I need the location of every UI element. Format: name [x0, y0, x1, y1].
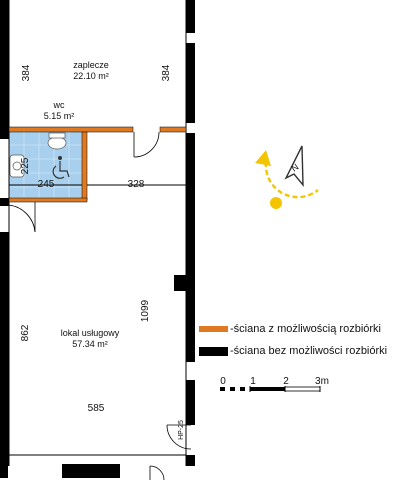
legend-permanent: -ściana bez możliwości rozbiórki	[199, 345, 387, 357]
legend-removable: -ściana z możliwością rozbiórki	[199, 323, 381, 335]
legend-removable-swatch	[199, 326, 228, 332]
legend-permanent-swatch	[199, 346, 228, 356]
room-area-wc: 5.15 m²	[44, 111, 75, 121]
scale-label-2: 2	[283, 376, 289, 387]
room-area-zaplecze: 22.10 m²	[73, 71, 109, 81]
dim-hp: HP-25	[178, 420, 185, 440]
legend-permanent-label: -ściana bez możliwości rozbiórki	[230, 345, 388, 357]
scale-label-1: 1	[250, 376, 256, 387]
room-name-zaplecze: zaplecze	[73, 60, 109, 70]
scale-bar	[220, 386, 321, 392]
removable-walls	[8, 126, 187, 203]
scale-label-3: 3m	[315, 376, 329, 387]
dim-zaplecze-left: 384	[21, 64, 32, 81]
compass-icon: N	[255, 145, 319, 209]
scale-label-0: 0	[220, 376, 226, 387]
dim-total-height: 1099	[140, 299, 151, 322]
dim-wc-height: 225	[20, 157, 31, 174]
accessibility-icon	[52, 156, 70, 179]
room-name-lokal: lokal usługowy	[61, 328, 120, 338]
dim-wc-width: 245	[38, 179, 55, 190]
wc-fixtures	[9, 132, 67, 178]
dim-zaplecze-right: 384	[161, 64, 172, 81]
dim-lokal-height: 862	[20, 324, 31, 341]
svg-text:N: N	[289, 162, 300, 174]
permanent-walls	[0, 0, 195, 478]
room-name-wc: wc	[53, 100, 65, 110]
legend-removable-label: -ściana z możliwością rozbiórki	[230, 323, 381, 335]
dim-corridor-width: 328	[128, 179, 145, 190]
room-area-lokal: 57.34 m²	[72, 339, 108, 349]
dim-total-width: 585	[88, 403, 105, 414]
door-arcs	[8, 131, 192, 481]
